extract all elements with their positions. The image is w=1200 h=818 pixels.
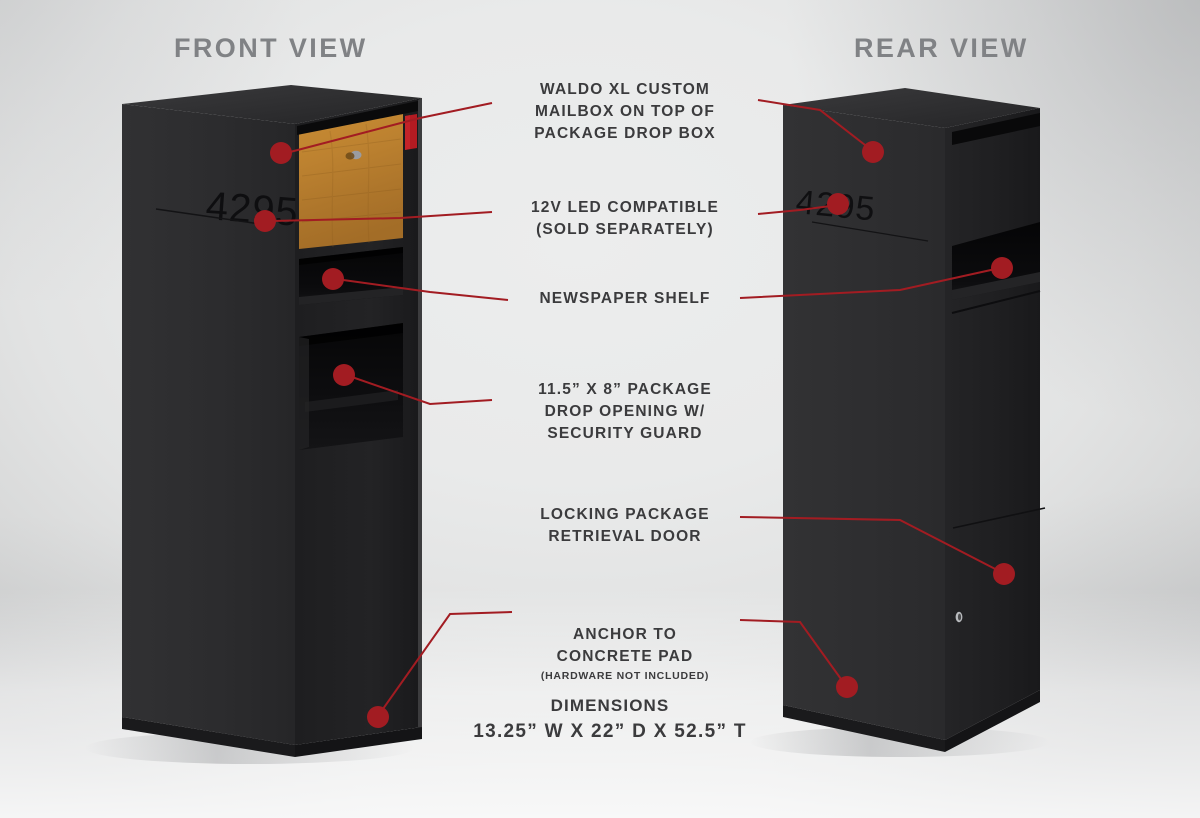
locking-door-seam xyxy=(951,290,1041,314)
dimensions-block: DIMENSIONS 13.25” W X 22” D X 52.5” T xyxy=(400,693,820,745)
mailbox-wood-door xyxy=(299,114,403,249)
dot-waldo-front[interactable] xyxy=(270,142,292,164)
leader-shelf-front xyxy=(335,278,509,301)
dot-led-front[interactable] xyxy=(254,210,276,232)
leader-anchor-rear xyxy=(739,619,847,687)
dot-shelf-front[interactable] xyxy=(322,268,344,290)
newspaper-shelf-top-shadow xyxy=(299,247,403,265)
dot-waldo-rear[interactable] xyxy=(862,141,884,163)
rear-view-unit: 4295 xyxy=(750,88,1050,757)
dot-anchor-rear[interactable] xyxy=(836,676,858,698)
dot-shelf-rear[interactable] xyxy=(991,257,1013,279)
dot-led-rear[interactable] xyxy=(827,193,849,215)
package-drop-inner-shadow xyxy=(299,323,403,346)
rear-newspaper-shelf-lip xyxy=(952,272,1040,300)
dot-anchor-front[interactable] xyxy=(367,706,389,728)
mailbox-top-gap xyxy=(297,101,418,135)
leader-anchor-front xyxy=(377,611,513,717)
callout-waldo-mailbox: WALDO XL CUSTOM MAILBOX ON TOP OF PACKAG… xyxy=(534,81,716,142)
leader-waldo-rear xyxy=(757,99,875,153)
leader-shelf-rear xyxy=(739,267,1001,299)
callout-anchor-main: ANCHOR TO CONCRETE PAD xyxy=(556,626,694,665)
dot-drop-front[interactable] xyxy=(333,364,355,386)
mailbox-door-knob-shadow xyxy=(345,152,355,160)
package-drop-left-wall xyxy=(299,337,309,450)
rear-view-heading: REAR VIEW xyxy=(854,33,1029,63)
dimensions-value: 13.25” W X 22” D X 52.5” T xyxy=(473,721,747,742)
callout-package-drop-opening: 11.5” X 8” PACKAGE DROP OPENING W/ SECUR… xyxy=(538,381,712,442)
callout-leaders xyxy=(271,99,1004,717)
front-house-number: 4295 xyxy=(204,184,300,235)
front-view-heading: FRONT VIEW xyxy=(174,33,368,63)
callout-dots xyxy=(254,141,1015,728)
dimensions-title: DIMENSIONS xyxy=(550,696,670,715)
front-unit-side-panel xyxy=(122,104,295,745)
callout-anchor-note: (HARDWARE NOT INCLUDED) xyxy=(540,670,710,682)
callout-newspaper-shelf: NEWSPAPER SHELF xyxy=(539,290,711,307)
front-unit-right-edge xyxy=(418,98,422,729)
newspaper-shelf-lip xyxy=(299,287,403,305)
dot-lock-rear[interactable] xyxy=(993,563,1015,585)
rear-unit-side-panel xyxy=(945,108,1040,740)
leader-led-front xyxy=(271,211,493,222)
package-drop-opening xyxy=(299,323,403,450)
rear-unit-rear-face xyxy=(783,105,945,740)
rear-unit-top-face xyxy=(783,88,1040,128)
leader-led-rear xyxy=(757,204,839,215)
leader-drop-front xyxy=(348,375,493,406)
leader-waldo-front xyxy=(289,102,493,153)
callout-locking-retrieval-door: LOCKING PACKAGE RETRIEVAL DOOR xyxy=(540,506,710,545)
rear-unit-base xyxy=(783,705,945,752)
rear-panel-score-line xyxy=(811,221,929,242)
front-unit-base-front xyxy=(295,727,422,757)
rear-mailbox-slot xyxy=(952,113,1040,145)
callout-anchor-to-concrete-pad: ANCHOR TO CONCRETE PAD (HARDWARE NOT INC… xyxy=(497,602,753,706)
locking-door-seam-lower xyxy=(952,507,1046,529)
package-drop-security-guard xyxy=(305,390,398,412)
leader-lock-rear xyxy=(739,516,1004,574)
door-lock-keyhole-inner xyxy=(957,613,962,621)
rear-unit-base-side xyxy=(945,690,1040,752)
mail-flag-highlight xyxy=(405,115,410,150)
callout-led-compatible: 12V LED COMPATIBLE (SOLD SEPARATELY) xyxy=(530,199,720,238)
front-unit-top-face xyxy=(122,85,422,124)
front-unit-base xyxy=(122,717,295,757)
front-view-unit: 4295 xyxy=(85,85,422,764)
